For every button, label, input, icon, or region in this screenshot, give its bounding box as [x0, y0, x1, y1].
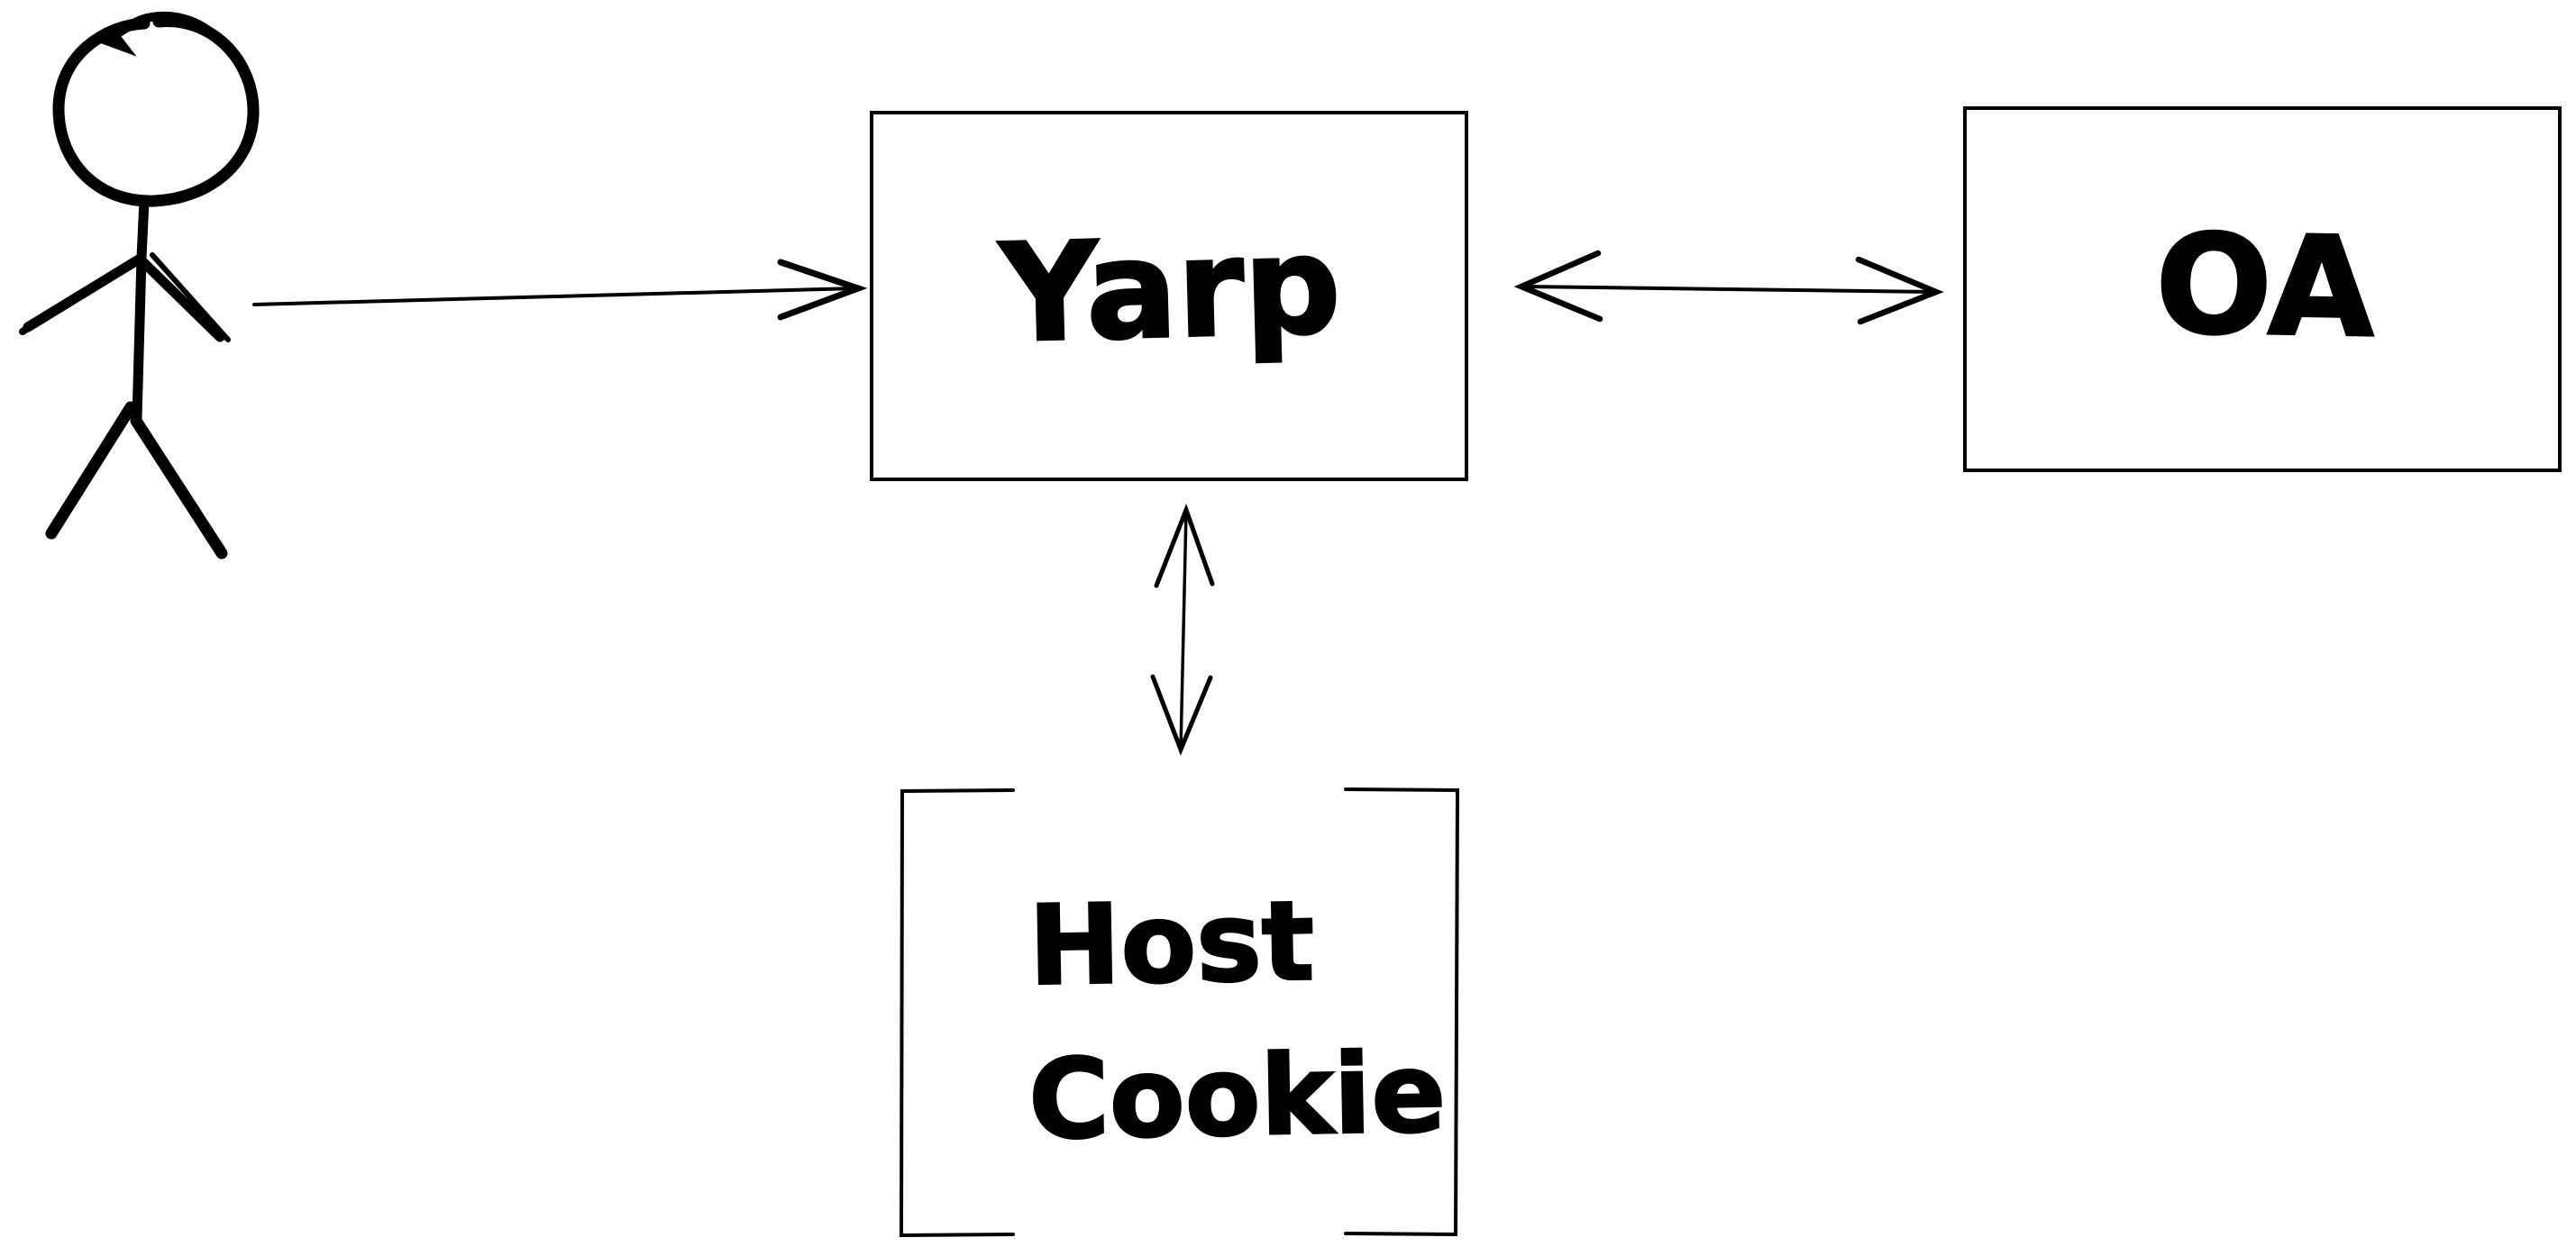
host-cookie-bracket-right [1344, 787, 1460, 1237]
yarp-hostcookie-arrow [1150, 503, 1215, 756]
stick-figure-left-leg [45, 401, 137, 540]
user-to-yarp-arrowhead [777, 259, 868, 321]
host-cookie-label-line1: Host [1028, 877, 1315, 1010]
stick-figure-left-arm-tick [19, 308, 56, 335]
oa-node: OA [1963, 106, 2562, 472]
stick-figure-body [132, 196, 150, 423]
stick-figure-right-leg [130, 414, 228, 560]
oa-box [1963, 106, 2562, 472]
host-cookie-bracket-left [899, 788, 1015, 1238]
yarp-oa-arrowhead-right [1855, 256, 1944, 325]
yarp-hostcookie-arrowhead-bottom [1150, 674, 1213, 756]
oa-label: OA [2154, 205, 2376, 368]
user-stick-figure-icon [19, 11, 260, 560]
user-to-yarp-arrow-line [252, 287, 858, 306]
user-to-yarp-arrow [252, 259, 868, 321]
yarp-box [870, 111, 1468, 481]
yarp-hostcookie-arrowhead-top [1154, 503, 1215, 588]
stick-figure-right-arm [137, 256, 225, 342]
stick-figure-head-overlap [96, 11, 217, 57]
yarp-oa-arrow [1513, 250, 1944, 325]
yarp-node: Yarp [870, 111, 1468, 481]
host-cookie-node: Host Cookie [899, 787, 1460, 1238]
yarp-oa-arrow-line [1521, 285, 1936, 294]
yarp-oa-arrowhead-left [1513, 250, 1603, 323]
host-cookie-label-line2: Cookie [1028, 1029, 1447, 1164]
stick-figure-head [52, 15, 260, 207]
stick-figure-right-arm-double [150, 252, 231, 342]
yarp-hostcookie-arrow-line [1179, 510, 1188, 751]
yarp-label: Yarp [997, 207, 1343, 373]
